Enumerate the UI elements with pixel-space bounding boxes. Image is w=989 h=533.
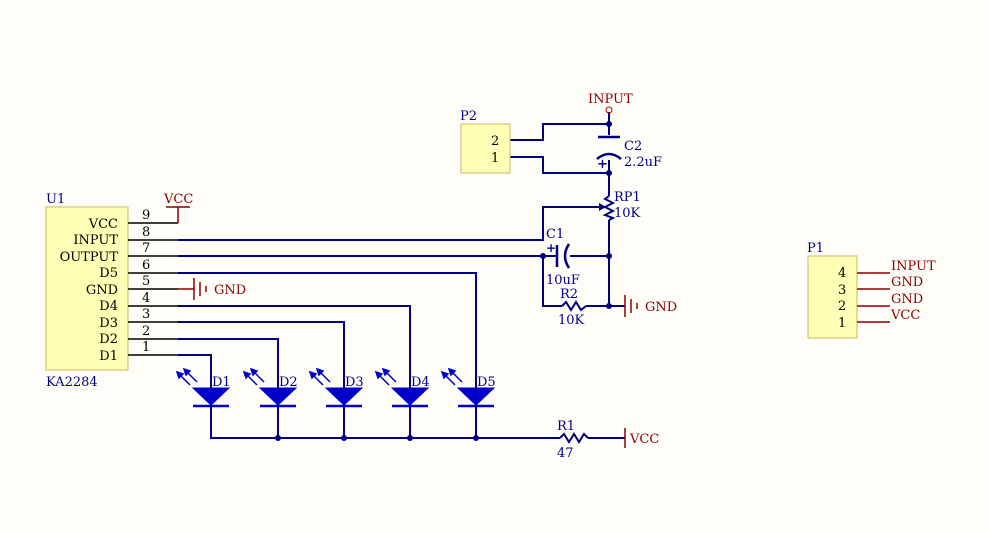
c1-value: 10uF [546,273,580,288]
input-port-top: INPUT [588,92,633,114]
c2-value: 2.2uF [624,155,662,170]
u1-pin-name-1: D1 [99,349,118,364]
capacitor-c1[interactable]: + C1 10uF [546,227,580,288]
p2-pin-2: 2 [491,134,499,149]
u1-pin-num-9: 9 [142,208,150,223]
p1-pin-num-3: 3 [838,283,846,298]
p1-net-3: GND [891,275,923,290]
potentiometer-rp1[interactable]: RP1 10K [599,190,641,221]
resistor-r1[interactable]: R1 47 [557,419,589,461]
u1-pin-num-6: 6 [142,258,150,273]
led-d1[interactable]: D1 [175,367,231,408]
junction-dots [275,121,612,441]
led-d5[interactable]: D5 [440,367,496,408]
p1-pin-num-4: 4 [838,266,846,281]
r1-value: 47 [557,446,574,461]
p1-body [807,255,858,339]
vcc-u1-label: VCC [163,192,193,207]
net-wires [178,112,625,439]
u1-pin-name-7: OUTPUT [60,250,119,265]
p2-ref: P2 [460,109,477,124]
u1-pin-num-7: 7 [142,241,150,256]
u1-pin-name-2: D2 [99,332,118,347]
r2-ref: R2 [560,287,578,302]
u1-pin-name-3: D3 [99,316,118,331]
u1-pin-name-4: D4 [99,299,118,314]
connector-p2[interactable]: P2 2 1 [460,109,511,174]
p1-net-1: VCC [890,308,920,323]
c1-ref: C1 [546,227,564,242]
u1-pin-name-8: INPUT [73,233,118,248]
led-d2[interactable]: D2 [242,367,298,408]
p2-pin-1: 1 [491,151,499,166]
u1-pin-num-5: 5 [142,274,150,289]
u1-pin-name-5: GND [86,283,118,298]
vcc-port-r1: VCC [624,428,659,448]
u1-pin-num-3: 3 [142,307,150,322]
resistor-r2[interactable]: R2 10K [558,287,587,328]
u1-pin-num-2: 2 [142,324,150,339]
u1-body [45,206,129,371]
u1-pin-name-9: VCC [88,217,118,232]
c1-plus-sign: + [546,241,556,255]
r1-ref: R1 [557,419,575,434]
gnd-u1-label: GND [214,283,246,298]
vcc-port-u1: VCC [163,192,193,223]
p2-body [460,123,511,174]
rp1-value: 10K [614,206,641,221]
c2-ref: C2 [624,139,642,154]
p1-pin-num-1: 1 [838,316,846,331]
capacitor-c2[interactable]: + C2 2.2uF [596,135,662,172]
led-d4-ref: D4 [411,375,430,390]
u1-part: KA2284 [46,375,98,390]
p1-net-4: INPUT [891,259,936,274]
p1-pin-num-2: 2 [838,299,846,314]
c2-plus-sign: + [597,157,608,172]
led-d2-ref: D2 [279,375,298,390]
u1-pin-num-8: 8 [142,225,150,240]
u1-pin-num-4: 4 [142,291,150,306]
u1-chip[interactable]: U1 KA2284 VCC INPUT OUTPUT D5 GND D4 D3 … [45,192,178,390]
u1-pin-name-6: D5 [99,266,118,281]
vcc-r1-label: VCC [629,432,659,447]
rp1-ref: RP1 [614,190,641,205]
u1-ref: U1 [46,192,65,207]
led-d5-ref: D5 [477,375,496,390]
led-d3-ref: D3 [345,375,364,390]
input-top-label: INPUT [588,92,633,107]
gnd-symbol-u1: GND [178,278,246,300]
p1-net-2: GND [891,292,923,307]
gnd-right-label: GND [645,300,677,315]
led-d3[interactable]: D3 [308,367,364,408]
led-d1-ref: D1 [212,375,231,390]
p1-ref: P1 [807,241,824,256]
led-d4[interactable]: D4 [374,367,430,408]
gnd-symbol-right: GND [624,295,677,317]
r2-value: 10K [558,313,585,328]
connector-p1[interactable]: P1 4 3 2 1 INPUT GND GND VCC [807,241,936,339]
u1-pin-num-1: 1 [142,340,150,355]
